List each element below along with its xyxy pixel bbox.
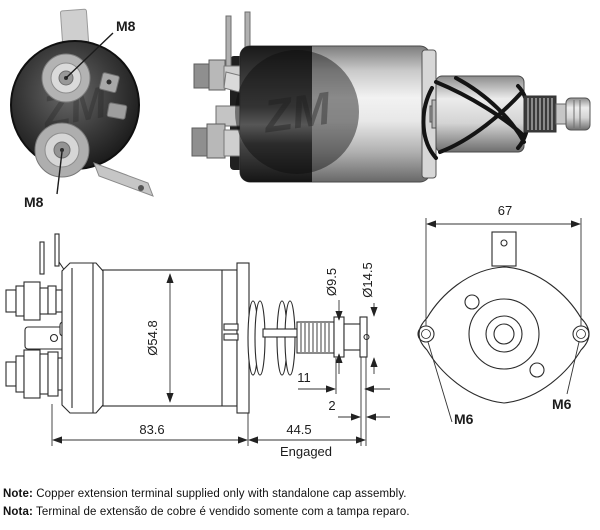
m8-top-label: M8 bbox=[116, 18, 136, 34]
m6-left-leader bbox=[427, 341, 453, 423]
shaft-tip bbox=[565, 97, 591, 131]
drawing-threaded-shaft bbox=[296, 321, 335, 354]
drawing-bolt-bottom bbox=[5, 349, 69, 399]
note-en-prefix: Note: bbox=[3, 488, 33, 500]
flange-dimensions bbox=[425, 218, 582, 423]
flange-pin-hole-2 bbox=[529, 362, 545, 378]
dim-plunger-diameter: Ø9.5 bbox=[324, 268, 339, 296]
side-view-dimensions bbox=[51, 273, 390, 446]
m8-bottom-leader bbox=[56, 151, 63, 195]
dim-body-length: 83.6 bbox=[139, 422, 164, 437]
drawing-collar bbox=[333, 316, 345, 358]
flange-outline bbox=[418, 266, 590, 404]
return-spring-wire bbox=[421, 76, 531, 160]
lever-hole bbox=[138, 185, 144, 191]
side-view-drawing bbox=[5, 233, 370, 414]
note-en: Note: Copper extension terminal supplied… bbox=[3, 488, 407, 500]
note-pt-prefix: Nota: bbox=[3, 506, 33, 518]
flange-view-drawing bbox=[417, 231, 590, 404]
plunger-link-1 bbox=[223, 323, 239, 331]
front-cap bbox=[240, 46, 312, 182]
washer-square-2 bbox=[106, 102, 128, 120]
m6-right-label: M6 bbox=[552, 396, 572, 412]
flange-boss-mid bbox=[485, 315, 523, 353]
note-pt-text: Terminal de extensão de cobre é vendido … bbox=[35, 506, 410, 518]
flange-boss-bore bbox=[493, 323, 515, 345]
mount-thread-right-circle bbox=[576, 329, 586, 339]
m6-left-label: M6 bbox=[454, 411, 474, 427]
dim-washer-thickness: 2 bbox=[328, 398, 335, 413]
drawing-rear-cap bbox=[61, 262, 104, 414]
watermark-circle bbox=[235, 50, 359, 174]
note-pt: Nota: Terminal de extensão de cobre é ve… bbox=[3, 506, 410, 518]
washer-hole-1 bbox=[106, 79, 112, 85]
drawing-return-spring bbox=[247, 300, 300, 376]
thread-ridges bbox=[527, 98, 553, 130]
flange-tab bbox=[491, 231, 517, 267]
plunger-link-2 bbox=[223, 333, 239, 341]
dim-tip-length: 11 bbox=[297, 370, 311, 385]
terminal-pin-1 bbox=[225, 15, 232, 67]
m8-bottom-label: M8 bbox=[24, 194, 44, 210]
flange-pin-hole-1 bbox=[464, 294, 480, 310]
note-en-text: Copper extension terminal supplied only … bbox=[36, 488, 407, 500]
engaged-label: Engaged bbox=[280, 444, 332, 459]
drawing-shaft bbox=[343, 323, 362, 351]
battery-terminal-bolt-bottom bbox=[191, 123, 243, 159]
side-photo: ZM bbox=[191, 11, 591, 183]
tip-grooves bbox=[573, 100, 581, 128]
terminal-bottom bbox=[34, 122, 90, 178]
back-cap-photo: ZM M8 M8 bbox=[10, 8, 154, 210]
flange-boss-outer bbox=[468, 298, 540, 370]
washer-center-dot bbox=[363, 333, 370, 341]
drawing-thread-lines bbox=[300, 323, 330, 352]
dim-body-diameter: Ø54.8 bbox=[145, 320, 160, 355]
dim-washer-diameter: Ø14.5 bbox=[360, 262, 375, 297]
drawing-bolt-top bbox=[5, 281, 67, 321]
m6-right-leader bbox=[566, 341, 580, 395]
dim-hole-spacing: 67 bbox=[498, 203, 512, 218]
mount-thread-left-circle bbox=[421, 329, 431, 339]
lever-arm bbox=[93, 162, 154, 197]
dim-engaged-length: 44.5 bbox=[286, 422, 311, 437]
drawing-front-flange bbox=[236, 262, 250, 414]
m8-top-leader bbox=[65, 32, 114, 79]
drawing-terminal-pins bbox=[39, 233, 68, 275]
watermark-side: ZM bbox=[259, 81, 336, 142]
flange-tab-hole bbox=[500, 239, 508, 247]
